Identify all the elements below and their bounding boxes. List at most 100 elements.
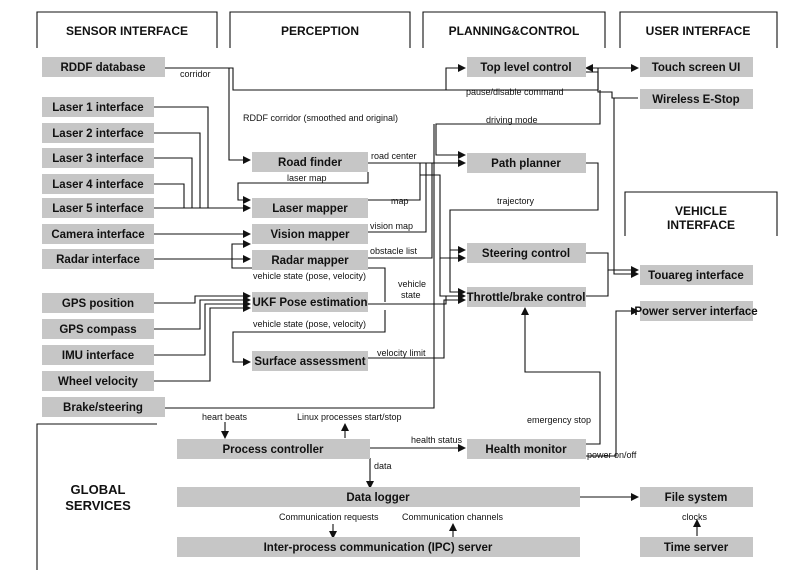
label-throttle-brake-control: Throttle/brake control xyxy=(467,292,586,304)
label-data-logger: Data logger xyxy=(346,492,410,504)
box-surface-assessment xyxy=(252,351,368,371)
box-laser-5-interface xyxy=(42,198,154,218)
header-vehicle-interface-line2: INTERFACE xyxy=(667,218,735,232)
box-data-logger xyxy=(177,487,580,507)
box-vision-mapper xyxy=(252,224,368,244)
section-frames xyxy=(36,11,778,570)
label-gps-position: GPS position xyxy=(62,298,134,310)
edge-label-power-on-off: power on/off xyxy=(587,450,637,460)
edge-label-data: data xyxy=(374,461,392,471)
edge-label-driving-mode: driving mode xyxy=(486,115,538,125)
label-time-server: Time server xyxy=(664,542,729,554)
box-laser-2-interface xyxy=(42,123,154,143)
box-rddf-database xyxy=(42,57,165,77)
edge-label-road-center: road center xyxy=(371,151,417,161)
box-power-server-interface xyxy=(640,301,753,321)
edge-label-health-status: health status xyxy=(411,435,463,445)
edge-label-vehicle-state-1: vehicle state (pose, velocity) xyxy=(253,271,366,281)
label-touareg-interface: Touareg interface xyxy=(648,270,744,282)
label-ukf-pose-estimation: UKF Pose estimation xyxy=(252,297,367,309)
label-top-level-control: Top level control xyxy=(480,62,571,74)
label-rddf-database: RDDF database xyxy=(61,62,146,74)
label-brake-steering: Brake/steering xyxy=(63,402,143,414)
label-vision-mapper: Vision mapper xyxy=(270,229,350,241)
edge-label-vehicle-state-r2: state xyxy=(401,290,421,300)
box-top-level-control xyxy=(467,57,586,77)
edge-label-corridor: corridor xyxy=(180,69,211,79)
box-camera-interface xyxy=(42,224,154,244)
label-file-system: File system xyxy=(665,492,728,504)
edge-label-trajectory: trajectory xyxy=(497,196,535,206)
box-steering-control xyxy=(467,243,586,263)
box-ukf-pose-estimation xyxy=(252,292,368,312)
edge-label-emergency-stop: emergency stop xyxy=(527,415,591,425)
box-gps-compass xyxy=(42,319,154,339)
boxes xyxy=(42,57,753,557)
label-laser-5-interface: Laser 5 interface xyxy=(52,203,143,215)
edge-label-velocity-limit: velocity limit xyxy=(377,348,426,358)
edge-label-clocks: clocks xyxy=(682,512,708,522)
box-road-finder xyxy=(252,152,368,172)
header-vehicle-interface-line1: VEHICLE xyxy=(675,204,727,218)
edge-labels: corridor RDDF corridor (smoothed and ori… xyxy=(180,69,708,522)
header-perception: PERCEPTION xyxy=(281,24,359,38)
box-touch-screen-ui xyxy=(640,57,753,77)
label-road-finder: Road finder xyxy=(278,157,342,169)
box-touareg-interface xyxy=(640,265,753,285)
label-laser-mapper: Laser mapper xyxy=(272,203,348,215)
box-throttle-brake-control xyxy=(467,287,586,307)
label-laser-2-interface: Laser 2 interface xyxy=(52,128,143,140)
box-health-monitor xyxy=(467,439,586,459)
box-time-server xyxy=(640,537,753,557)
edge-label-rddf-corridor: RDDF corridor (smoothed and original) xyxy=(243,113,398,123)
label-path-planner: Path planner xyxy=(491,158,561,170)
edge-label-vehicle-state-2: vehicle state (pose, velocity) xyxy=(253,319,366,329)
connector-lines xyxy=(143,64,701,539)
box-labels: RDDF database Laser 1 interface Laser 2 … xyxy=(51,62,757,554)
box-radar-mapper xyxy=(252,250,368,270)
edge-label-linux-processes: Linux processes start/stop xyxy=(297,412,402,422)
header-sensor-interface: SENSOR INTERFACE xyxy=(66,24,188,38)
box-process-controller xyxy=(177,439,370,459)
label-imu-interface: IMU interface xyxy=(62,350,134,362)
edge-label-comm-channels: Communication channels xyxy=(402,512,504,522)
edge-label-map: map xyxy=(391,196,409,206)
label-laser-3-interface: Laser 3 interface xyxy=(52,153,143,165)
box-wheel-velocity xyxy=(42,371,154,391)
box-file-system xyxy=(640,487,753,507)
box-laser-1-interface xyxy=(42,97,154,117)
header-planning-control: PLANNING&CONTROL xyxy=(449,24,580,38)
box-gps-position xyxy=(42,293,154,313)
label-surface-assessment: Surface assessment xyxy=(254,356,365,368)
box-path-planner xyxy=(467,153,586,173)
edge-label-comm-requests: Communication requests xyxy=(279,512,379,522)
header-user-interface: USER INTERFACE xyxy=(646,24,751,38)
edge-label-obstacle-list: obstacle list xyxy=(370,246,418,256)
label-laser-1-interface: Laser 1 interface xyxy=(52,102,143,114)
label-power-server-interface: Power server interface xyxy=(634,306,757,318)
box-laser-3-interface xyxy=(42,148,154,168)
box-brake-steering xyxy=(42,397,165,417)
edge-label-pause-disable: pause/disable command xyxy=(466,87,564,97)
label-laser-4-interface: Laser 4 interface xyxy=(52,179,143,191)
edge-label-heart-beats: heart beats xyxy=(202,412,248,422)
box-radar-interface xyxy=(42,249,154,269)
label-health-monitor: Health monitor xyxy=(485,444,567,456)
label-touch-screen-ui: Touch screen UI xyxy=(652,62,741,74)
header-global-services-line1: GLOBAL xyxy=(71,482,126,497)
label-ipc-server: Inter-process communication (IPC) server xyxy=(264,542,493,554)
box-laser-mapper xyxy=(252,198,368,218)
edge-label-vision-map: vision map xyxy=(370,221,413,231)
label-radar-interface: Radar interface xyxy=(56,254,140,266)
label-radar-mapper: Radar mapper xyxy=(271,255,349,267)
header-global-services-line2: SERVICES xyxy=(65,498,131,513)
edge-label-vehicle-state-r1: vehicle xyxy=(398,279,426,289)
box-wireless-estop xyxy=(640,89,753,109)
label-wheel-velocity: Wheel velocity xyxy=(58,376,138,388)
label-steering-control: Steering control xyxy=(482,248,570,260)
label-process-controller: Process controller xyxy=(223,444,325,456)
label-camera-interface: Camera interface xyxy=(51,229,144,241)
box-ipc-server xyxy=(177,537,580,557)
box-laser-4-interface xyxy=(42,174,154,194)
